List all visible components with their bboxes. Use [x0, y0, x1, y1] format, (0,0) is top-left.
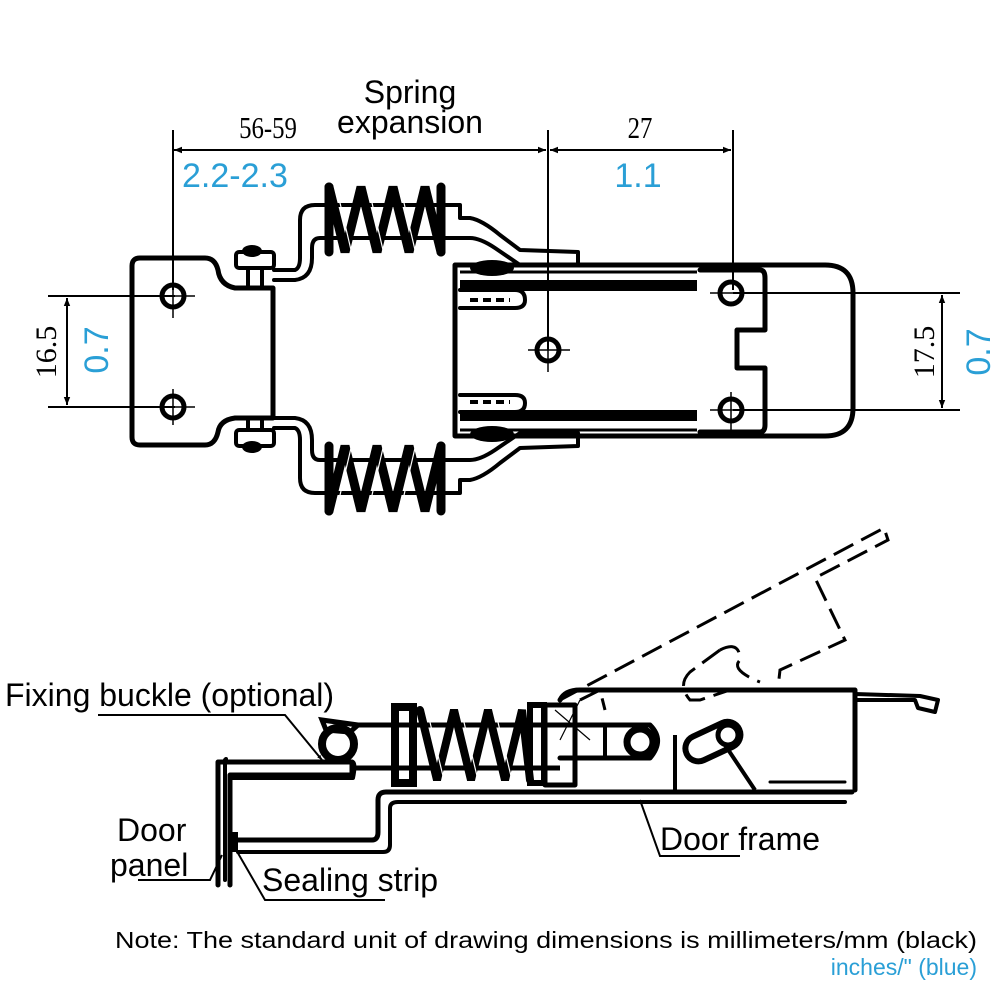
left-height-mm-dim: 16.5: [30, 326, 63, 379]
latch-body: [452, 262, 856, 439]
door-frame-label: Door frame: [660, 821, 820, 857]
door-panel-label-line2: panel: [110, 847, 188, 883]
dimension-lines-right: [733, 292, 960, 411]
spring-top: [324, 182, 446, 257]
fixing-buckle-label: Fixing buckle (optional): [5, 677, 334, 713]
note-line1: Note: The standard unit of drawing dimen…: [115, 927, 977, 953]
mounting-hole: [710, 392, 752, 432]
door-panel-label-line1: Door: [117, 812, 187, 848]
overall-in-dim: 2.2-2.3: [182, 157, 288, 195]
hinge-roller: [318, 724, 358, 764]
mounting-hole: [710, 279, 752, 307]
right-height-in-dim: 0.7: [960, 328, 998, 375]
sealing-strip: [230, 832, 238, 852]
left-height-in-dim: 0.7: [78, 326, 116, 373]
dimension-lines-horizontal: [172, 130, 734, 350]
left-mounting-plate: [129, 255, 276, 448]
spring-label-line2: expansion: [337, 104, 483, 140]
dimension-lines-left: [48, 295, 175, 408]
right-mm-dim: 27: [628, 111, 653, 145]
spring-side: [416, 706, 534, 784]
mounting-hole: [155, 278, 195, 318]
sealing-strip-label: Sealing strip: [262, 862, 438, 898]
side-view: Fixing buckle (optional) Door panel Seal…: [5, 525, 940, 901]
right-in-dim: 1.1: [614, 157, 661, 195]
right-height-mm-dim: 17.5: [908, 326, 941, 379]
overall-mm-dim: 56-59: [239, 111, 297, 145]
mounting-hole: [155, 389, 195, 425]
spring-label-line1: Spring: [364, 74, 457, 110]
spring-bottom: [324, 441, 446, 516]
top-view: Spring expansion 56-59 2.2-2.3 27 1.1 16…: [30, 74, 998, 516]
note-line2: inches/" (blue): [831, 954, 977, 980]
mounting-hole: [528, 332, 570, 372]
